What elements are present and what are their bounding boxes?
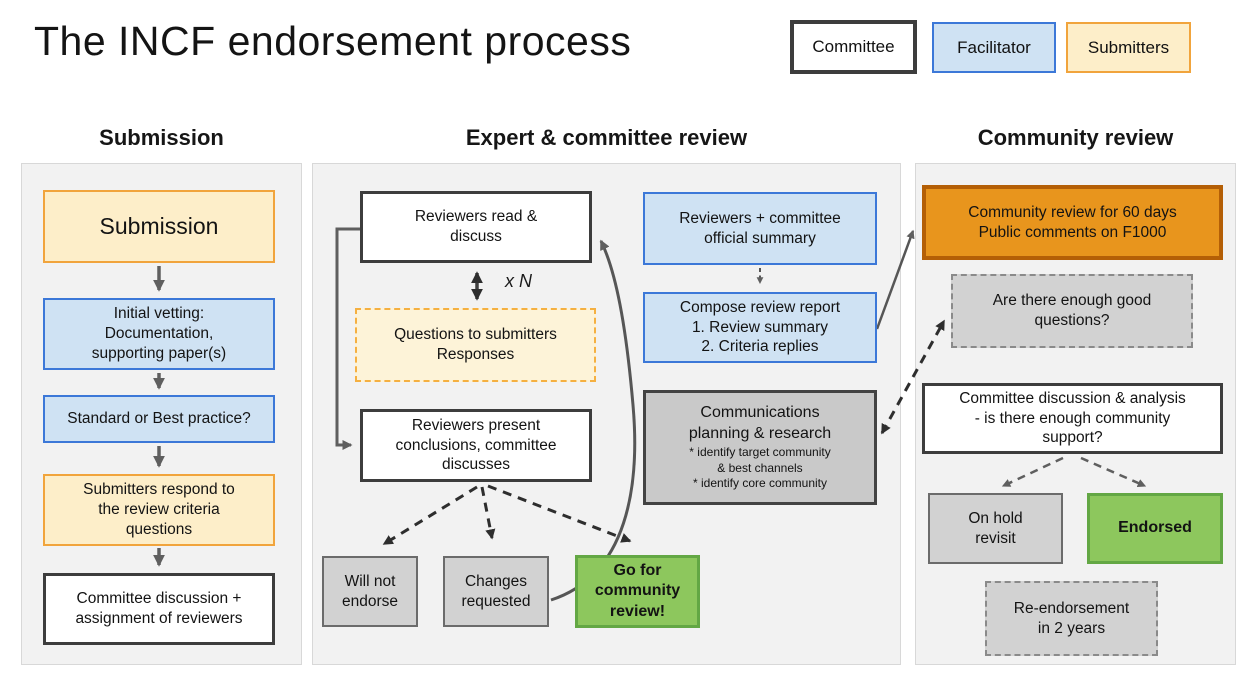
column-header-submission: Submission — [99, 125, 224, 150]
legend-committee: Committee — [790, 20, 917, 74]
node-enough-good-questions: Are there enough good questions? — [951, 274, 1193, 348]
node-committee-discussion-assignment: Committee discussion + assignment of rev… — [43, 573, 275, 645]
legend-submitters-label: Submitters — [1087, 37, 1170, 57]
communications-planning-sub-text: * identify target community & best chann… — [689, 445, 831, 491]
node-reviewers-read-discuss: Reviewers read & discuss — [360, 191, 592, 263]
node-go-for-community-review: Go for community review! — [575, 555, 700, 628]
node-communications-planning: Communications planning & research * ide… — [643, 390, 877, 505]
page-title: The INCF endorsement process — [34, 18, 632, 64]
node-re-endorsement-2-years: Re-endorsement in 2 years — [985, 581, 1158, 656]
node-changes-requested: Changes requested — [443, 556, 549, 627]
node-questions-to-submitters: Questions to submitters Responses — [355, 308, 596, 382]
node-standard-or-best-practice: Standard or Best practice? — [43, 395, 275, 443]
node-on-hold-revisit: On hold revisit — [928, 493, 1063, 564]
communications-planning-main-text: Communications planning & research — [688, 404, 832, 442]
column-header-expert-review: Expert & committee review — [465, 125, 748, 150]
legend-submitters: Submitters — [1066, 22, 1191, 73]
node-will-not-endorse: Will not endorse — [322, 556, 418, 627]
iteration-count-label: x N — [505, 271, 532, 291]
column-header-community-review: Community review — [977, 125, 1174, 150]
legend-facilitator: Facilitator — [932, 22, 1056, 73]
node-submission: Submission — [43, 190, 275, 263]
node-endorsed: Endorsed — [1087, 493, 1223, 564]
node-initial-vetting: Initial vetting: Documentation, supporti… — [43, 298, 275, 370]
node-reviewers-present-conclusions: Reviewers present conclusions, committee… — [360, 409, 592, 482]
node-community-review-60-days: Community review for 60 days Public comm… — [922, 185, 1223, 260]
node-compose-review-report: Compose review report 1. Review summary … — [643, 292, 877, 363]
legend-facilitator-label: Facilitator — [957, 37, 1031, 57]
legend-committee-label: Committee — [812, 37, 895, 56]
node-official-summary: Reviewers + committee official summary — [643, 192, 877, 265]
node-submitters-respond: Submitters respond to the review criteri… — [43, 474, 275, 546]
node-committee-analysis-support: Committee discussion & analysis - is the… — [922, 383, 1223, 454]
